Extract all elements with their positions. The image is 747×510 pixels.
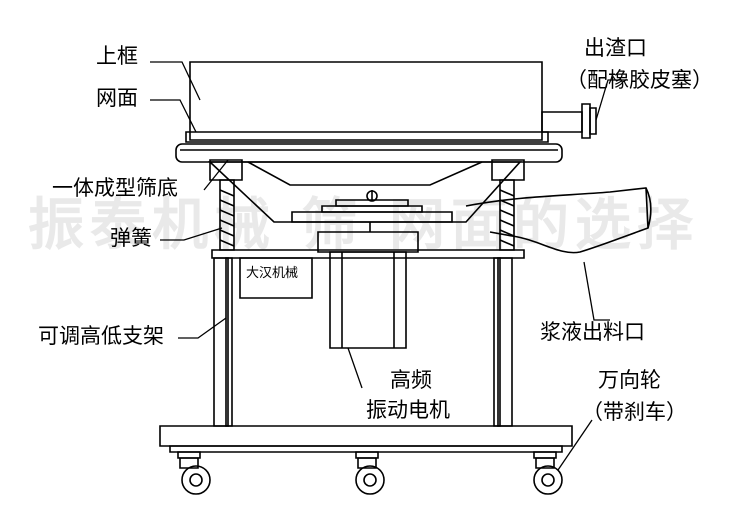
watermark: 振泰机械 筛 网面的选择 bbox=[28, 193, 699, 258]
vibration-motor bbox=[318, 222, 418, 348]
stand-top bbox=[212, 250, 524, 258]
label-slag-outlet-note: （配橡胶皮塞） bbox=[566, 68, 713, 92]
spring-right bbox=[500, 180, 514, 250]
upper-frame bbox=[190, 62, 542, 140]
caster-left bbox=[178, 452, 210, 494]
caster-middle bbox=[356, 452, 384, 494]
leader-lines bbox=[150, 62, 628, 470]
label-caster-line1: 万向轮 bbox=[598, 368, 661, 392]
spring-left bbox=[220, 180, 234, 250]
caster-right bbox=[534, 452, 562, 494]
label-slag-outlet: 出渣口 bbox=[584, 36, 647, 60]
label-sieve-bottom: 一体成型筛底 bbox=[52, 176, 178, 200]
vibration-plates bbox=[292, 190, 452, 222]
label-motor-line1: 高频 bbox=[390, 368, 432, 392]
label-caster-line2: （带刹车） bbox=[582, 400, 687, 424]
nameplate-text: 大汉机械 bbox=[246, 266, 299, 281]
mesh-band bbox=[186, 132, 548, 142]
label-mesh: 网面 bbox=[96, 86, 138, 110]
label-adjustable-stand: 可调高低支架 bbox=[38, 324, 164, 348]
base-frame bbox=[160, 426, 572, 446]
adjustable-legs bbox=[214, 258, 512, 426]
label-spring: 弹簧 bbox=[110, 226, 152, 250]
nameplate-box bbox=[240, 258, 312, 298]
slurry-outlet-pipe bbox=[466, 188, 651, 253]
slag-outlet-pipe bbox=[542, 104, 596, 138]
label-slurry-outlet: 浆液出料口 bbox=[540, 320, 645, 344]
label-upper-frame: 上框 bbox=[96, 44, 138, 68]
label-motor-line2: 振动电机 bbox=[366, 398, 450, 422]
sieve-bottom-cone bbox=[210, 162, 520, 222]
